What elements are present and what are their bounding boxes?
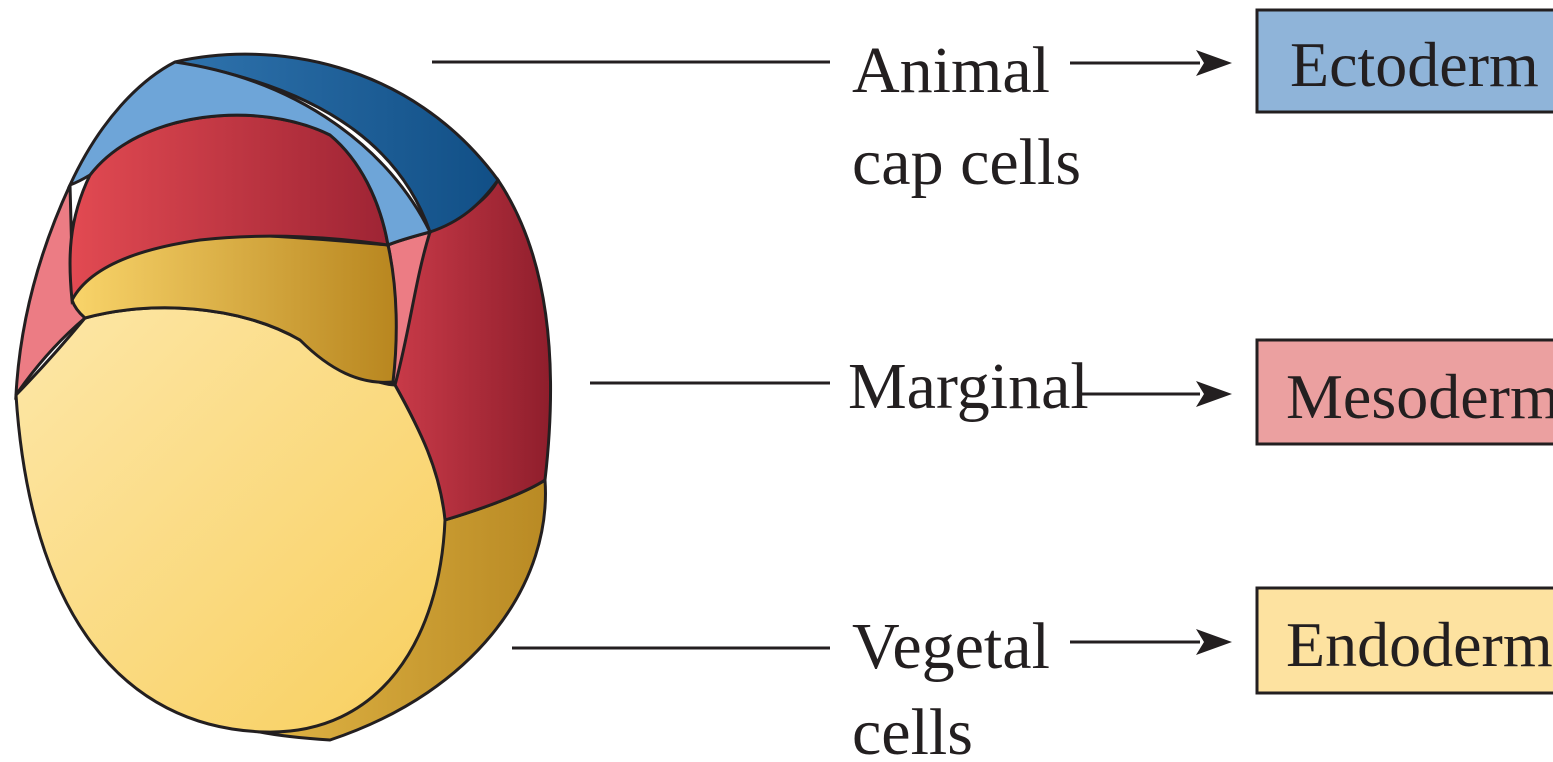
mesoderm-label: Mesoderm [1286, 361, 1553, 432]
ectoderm-label: Ectoderm [1290, 29, 1539, 100]
vegetal-label: Vegetal cells [852, 610, 1066, 762]
animal-label-line-2: cap cells [852, 126, 1081, 199]
animal-label-line-1: Animal [852, 34, 1050, 107]
endoderm-label: Endoderm [1286, 609, 1553, 680]
marginal-label: Marginal [848, 350, 1089, 423]
vegetal-label-line-1: Vegetal [852, 610, 1050, 683]
animal-label: Animal cap cells [852, 34, 1081, 199]
ectoderm-box: Ectoderm [1257, 10, 1553, 112]
marginal-label-line-1: Marginal [848, 350, 1089, 423]
vegetal-label-line-2: cells [852, 696, 973, 762]
animal-arrow [1070, 50, 1232, 76]
vegetal-arrow [1070, 629, 1232, 655]
marginal-arrow [1082, 381, 1232, 407]
endoderm-box: Endoderm [1257, 588, 1553, 693]
mesoderm-box: Mesoderm [1257, 340, 1553, 444]
embryo-illustration [16, 54, 551, 740]
